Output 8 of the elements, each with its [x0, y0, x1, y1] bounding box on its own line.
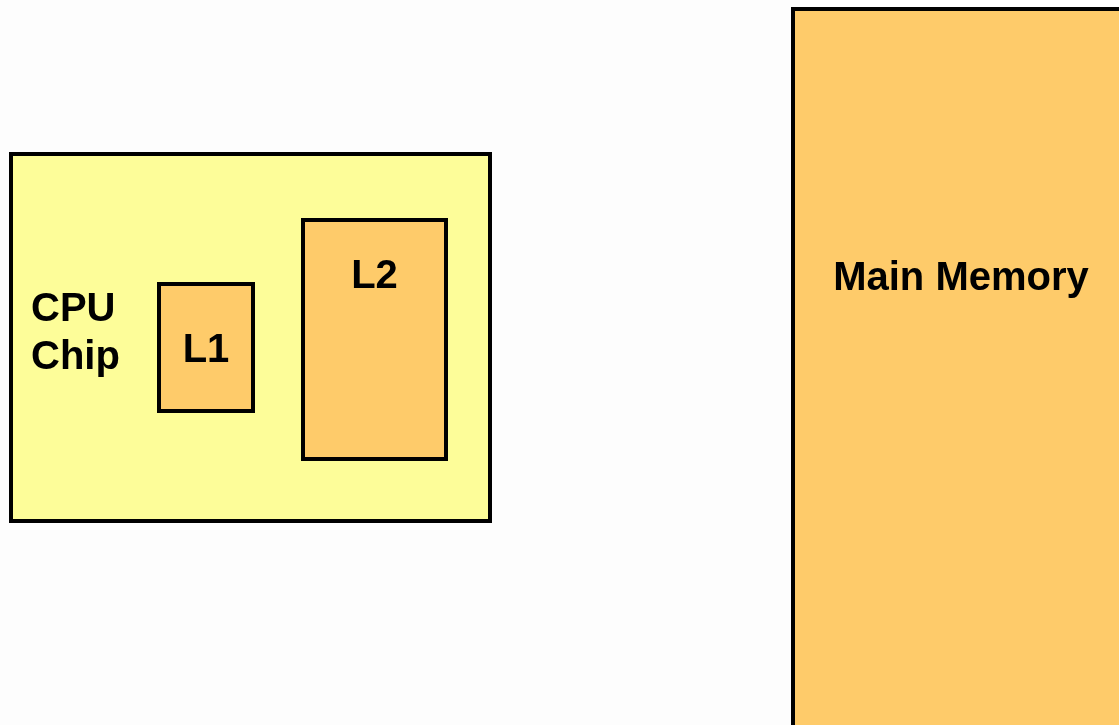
cache-box	[301, 218, 448, 461]
box-label: CPU Chip	[31, 284, 121, 379]
chip-box	[9, 152, 492, 523]
box-label: L2	[351, 251, 398, 298]
memory-box	[791, 7, 1119, 725]
cache-box	[157, 282, 255, 413]
box-label: L1	[182, 324, 230, 372]
box-label: Main Memory	[833, 253, 1089, 300]
